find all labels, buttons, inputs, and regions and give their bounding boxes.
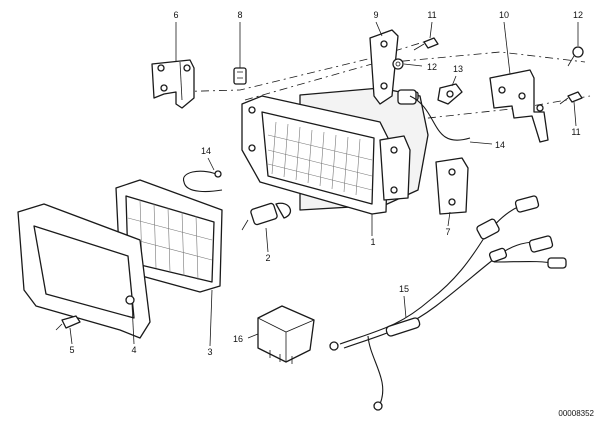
callout-12-right: 12 bbox=[573, 10, 583, 20]
part-14-wire-harness bbox=[183, 95, 471, 193]
callout-16: 16 bbox=[233, 334, 243, 344]
part-2-bulb bbox=[241, 202, 292, 231]
callout-14-left: 14 bbox=[201, 146, 211, 156]
callout-8: 8 bbox=[237, 10, 242, 20]
part-6-bracket bbox=[151, 59, 195, 109]
callout-12-left: 12 bbox=[427, 62, 437, 72]
callout-9: 9 bbox=[373, 10, 378, 20]
callout-2: 2 bbox=[265, 253, 270, 263]
part-11-screw-top bbox=[413, 37, 439, 51]
part-1-fog-light-housing bbox=[241, 87, 429, 215]
callout-7: 7 bbox=[445, 227, 450, 237]
part-7-plate bbox=[435, 157, 469, 215]
callout-6: 6 bbox=[173, 10, 178, 20]
lens-ribs bbox=[127, 199, 213, 281]
part-4-frame bbox=[17, 203, 151, 339]
callout-11-right: 11 bbox=[571, 127, 580, 137]
part-9-bracket bbox=[369, 29, 399, 105]
callout-labels: 1 2 3 4 5 6 7 8 9 10 11 11 12 12 13 14 1… bbox=[69, 10, 583, 357]
part-5-screw bbox=[55, 315, 81, 331]
callout-15: 15 bbox=[399, 284, 409, 294]
callout-10: 10 bbox=[499, 10, 509, 20]
callout-13: 13 bbox=[453, 64, 463, 74]
part-16-relay bbox=[257, 305, 315, 364]
part-13-connector bbox=[397, 83, 463, 105]
callout-1: 1 bbox=[370, 237, 375, 247]
leader-lines bbox=[69, 21, 579, 347]
callout-5: 5 bbox=[69, 345, 74, 355]
part-12-bolt-right bbox=[567, 46, 584, 67]
part-10-bracket bbox=[489, 69, 549, 143]
catalog-number: 00008352 bbox=[558, 409, 594, 418]
part-12-nut-left bbox=[392, 58, 404, 70]
callout-4: 4 bbox=[131, 345, 136, 355]
callout-3: 3 bbox=[207, 347, 212, 357]
part-11-screw-right bbox=[559, 91, 583, 105]
callout-11-top: 11 bbox=[427, 10, 436, 20]
part-8-clip bbox=[233, 67, 247, 85]
housing-lens-ribs bbox=[267, 121, 373, 196]
callout-14-upper: 14 bbox=[495, 140, 505, 150]
part-15-wiring-harness bbox=[329, 195, 567, 411]
